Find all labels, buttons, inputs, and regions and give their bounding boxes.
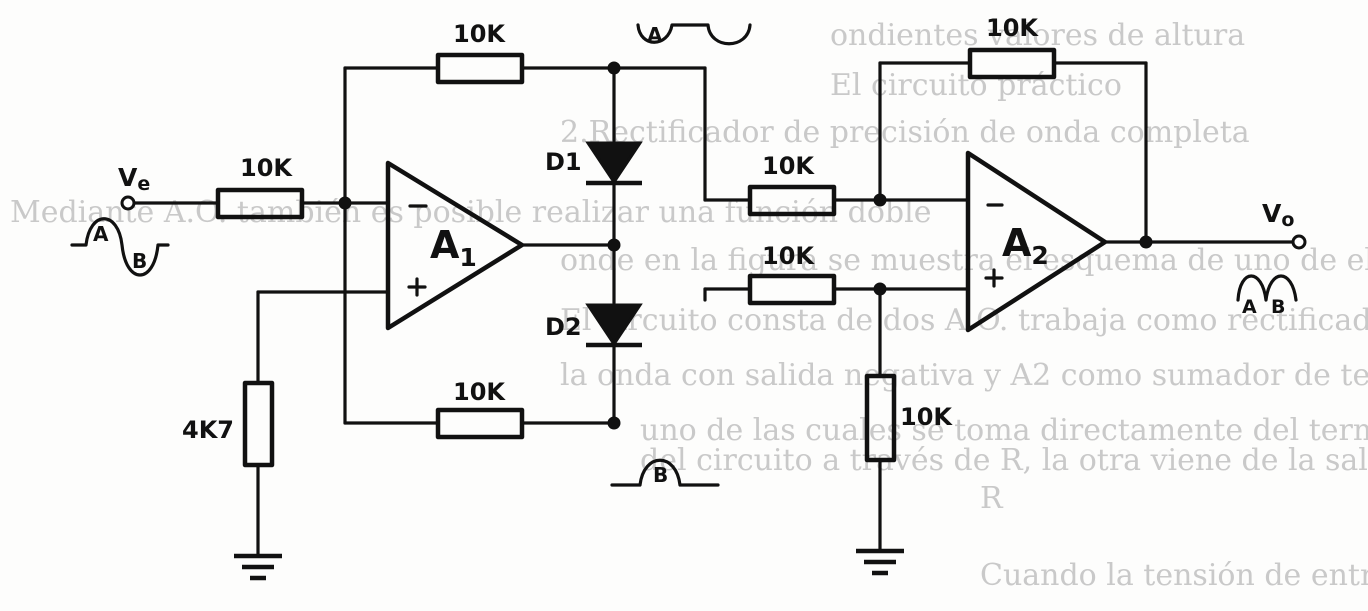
junction-dot <box>607 416 621 430</box>
input-terminal <box>120 195 136 211</box>
junctions <box>338 61 1153 430</box>
ground-left <box>234 553 282 581</box>
label-r-input: 10K <box>240 154 293 182</box>
waveform-b-icon <box>610 458 720 487</box>
resistors <box>215 47 1057 468</box>
label-r-4k7: 4K7 <box>182 416 234 444</box>
label-d1: D1 <box>545 148 582 176</box>
label-r-a2-inv: 10K <box>762 152 815 180</box>
ground-right <box>856 548 904 576</box>
resistor-input <box>215 187 305 220</box>
resistor-a2-noninverting <box>747 273 837 306</box>
opamp-a1 <box>385 160 525 331</box>
opamp-signs <box>407 203 1004 297</box>
bg-line-1: ondientes valores de altura <box>830 18 1245 53</box>
diode-d2 <box>585 303 643 348</box>
bg-line-9: del circuito a través de R, la otra vien… <box>640 443 1368 478</box>
bg-line-6: El circuito consta de dos A.O. trabaja c… <box>560 303 1368 338</box>
bg-line-10: R <box>980 481 1004 516</box>
diode-d2-icon <box>585 303 643 347</box>
waveform-output-icon <box>1236 274 1298 302</box>
bg-line-2: El circuito práctico <box>830 68 1122 103</box>
resistor-to-ground <box>864 373 897 463</box>
resistor-4k7 <box>242 380 275 468</box>
junction-dot <box>873 282 887 296</box>
label-a2: A2 <box>1002 221 1049 270</box>
bg-line-7: la onda con salida negativa y A2 como su… <box>560 358 1368 393</box>
junction-dot <box>607 238 621 252</box>
wires <box>133 61 1294 557</box>
resistor-top-feedback <box>435 52 525 85</box>
wave-label-a-input: A <box>93 222 109 246</box>
diode-d1-icon <box>585 141 643 185</box>
label-d2: D2 <box>545 313 582 341</box>
junction-dot <box>607 61 621 75</box>
label-r-a2-fb: 10K <box>986 14 1039 42</box>
wave-label-b-bottom: B <box>653 463 668 487</box>
label-a1: A1 <box>430 223 477 272</box>
wave-label-a-top: A <box>647 23 663 47</box>
wave-label-b-output: B <box>1271 296 1285 318</box>
label-r-top-fb: 10K <box>453 20 506 48</box>
resistor-bottom-feedback <box>435 407 525 440</box>
label-r-bottom-fb: 10K <box>453 378 506 406</box>
resistor-a2-feedback <box>967 47 1057 80</box>
bg-line-3: 2.Rectificador de precisión de onda comp… <box>560 115 1250 150</box>
label-r-a2-noninv: 10K <box>762 242 815 270</box>
background-text: ondientes valores de altura El circuito … <box>10 18 1368 593</box>
output-terminal <box>1291 234 1307 250</box>
diode-d1 <box>585 141 643 186</box>
label-ve: Ve <box>118 163 150 195</box>
wave-label-b-input: B <box>132 249 147 273</box>
junction-dot <box>338 196 352 210</box>
waveform-input-icon <box>70 217 170 277</box>
labels: Ve Vo 10K 10K 10K 4K7 10K 10K 10K 10K D1… <box>93 14 1294 487</box>
junction-dot <box>873 193 887 207</box>
bg-line-8: uno de las cuales se toma directamente d… <box>640 413 1368 448</box>
label-vo: Vo <box>1262 199 1294 231</box>
bg-line-5: onde en la figura se muestra el esquema … <box>560 243 1368 278</box>
label-r-ground: 10K <box>900 403 953 431</box>
bg-line-11: Cuando la tensión de entrada se encuentr… <box>980 558 1368 593</box>
resistor-a2-inverting <box>747 184 837 217</box>
opamp-a2 <box>965 150 1108 333</box>
wave-label-a-output: A <box>1242 296 1257 318</box>
junction-dot <box>1139 235 1153 249</box>
waveform-a-icon <box>636 23 752 46</box>
